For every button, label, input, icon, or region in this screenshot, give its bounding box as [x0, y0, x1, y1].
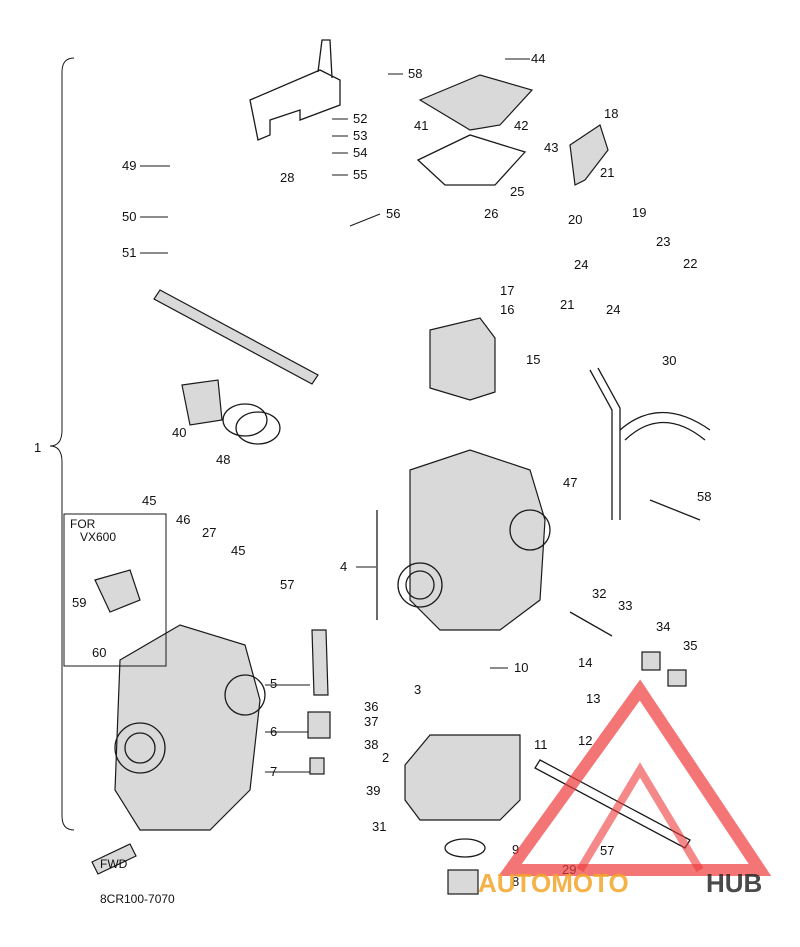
callout-57b: 57 — [600, 843, 614, 858]
callout-32: 32 — [592, 586, 606, 601]
callout-23: 23 — [656, 234, 670, 249]
watermark-logo: AUTOMOTO HUB — [478, 679, 772, 898]
o-ring-9 — [444, 838, 486, 858]
callout-15: 15 — [526, 352, 540, 367]
callout-12: 12 — [578, 733, 592, 748]
callout-34: 34 — [656, 619, 670, 634]
chamber-cover — [416, 74, 534, 186]
variant-box — [63, 513, 167, 667]
callout-3: 3 — [414, 682, 421, 697]
callout-22: 22 — [683, 256, 697, 271]
callout-8: 8 — [512, 874, 519, 889]
callout-18: 18 — [604, 106, 618, 121]
callout-39: 39 — [366, 783, 380, 798]
callout-37: 37 — [364, 714, 378, 729]
screw-32 — [569, 611, 613, 637]
callout-5: 5 — [270, 676, 277, 691]
watermark-word-a: AUTOMOTO — [478, 868, 629, 898]
callout-41: 41 — [414, 118, 428, 133]
drain-plug-8 — [447, 869, 479, 895]
watermark-word-b: HUB — [706, 868, 762, 898]
callout-13: 13 — [586, 691, 600, 706]
callout-28: 28 — [280, 170, 294, 185]
throttle-valve — [429, 317, 496, 401]
callout-14: 14 — [578, 655, 592, 670]
callout-24a: 24 — [574, 257, 588, 272]
spring-48 — [222, 403, 281, 445]
callout-40: 40 — [172, 425, 186, 440]
variant-box-line1: FOR — [70, 517, 96, 531]
callout-17: 17 — [500, 283, 514, 298]
float-bowl — [404, 734, 521, 821]
callout-31: 31 — [372, 819, 386, 834]
callout-19: 19 — [632, 205, 646, 220]
diagram-code: 8CR100-7070 — [100, 892, 175, 906]
throttle-shaft-rod — [153, 289, 319, 385]
callout-58a: 58 — [408, 66, 422, 81]
boot-40 — [181, 379, 223, 426]
carburetor-body-left — [114, 624, 266, 831]
callout-33: 33 — [618, 598, 632, 613]
callout-20: 20 — [568, 212, 582, 227]
fwd-arrow-icon — [91, 843, 137, 875]
needle-jet-5 — [311, 629, 329, 696]
callout-43: 43 — [544, 140, 558, 155]
callout-38: 38 — [364, 737, 378, 752]
callout-57a: 57 — [280, 577, 294, 592]
watermark-triangle-icon — [498, 679, 772, 876]
hose-30 — [589, 367, 711, 520]
callout-42: 42 — [514, 118, 528, 133]
callout-16: 16 — [500, 302, 514, 317]
callout-21a: 21 — [600, 165, 614, 180]
plug-34 — [641, 651, 661, 671]
leader-lines — [140, 58, 530, 773]
main-jet-6 — [307, 711, 331, 739]
callout-11: 11 — [534, 737, 548, 752]
callout-21b: 21 — [560, 297, 574, 312]
callout-50: 50 — [122, 209, 136, 224]
bracket-plate — [249, 39, 341, 141]
callout-47: 47 — [563, 475, 577, 490]
cap-35 — [667, 669, 687, 687]
callout-45b: 45 — [231, 543, 245, 558]
callout-48: 48 — [216, 452, 230, 467]
callout-51: 51 — [122, 245, 136, 260]
callout-58b: 58 — [697, 489, 711, 504]
callout-46: 46 — [176, 512, 190, 527]
callout-35: 35 — [683, 638, 697, 653]
tps-sensor-60 — [94, 569, 141, 613]
callout-55: 55 — [353, 167, 367, 182]
callout-1: 1 — [34, 440, 41, 455]
callout-4: 4 — [340, 559, 347, 574]
throttle-stop-link — [569, 124, 609, 186]
callout-45a: 45 — [142, 493, 156, 508]
callout-9: 9 — [512, 842, 519, 857]
assembly-bracket — [49, 57, 75, 831]
callout-44: 44 — [531, 51, 545, 66]
callout-52: 52 — [353, 111, 367, 126]
callout-36: 36 — [364, 699, 378, 714]
callout-49: 49 — [122, 158, 136, 173]
pilot-jet-7 — [309, 757, 325, 775]
callout-30: 30 — [662, 353, 676, 368]
callout-59: 59 — [72, 595, 86, 610]
callout-10: 10 — [514, 660, 528, 675]
callout-53: 53 — [353, 128, 367, 143]
callout-24b: 24 — [606, 302, 620, 317]
variant-box-line2: VX600 — [80, 530, 116, 544]
callout-54: 54 — [353, 145, 367, 160]
callout-26: 26 — [484, 206, 498, 221]
cable-tie-58 — [649, 499, 701, 521]
carburetor-body-right — [397, 449, 551, 631]
callout-25: 25 — [510, 184, 524, 199]
fwd-label: FWD — [100, 857, 128, 871]
callout-2: 2 — [382, 750, 389, 765]
callout-60: 60 — [92, 645, 106, 660]
callout-27: 27 — [202, 525, 216, 540]
callout-56: 56 — [386, 206, 400, 221]
